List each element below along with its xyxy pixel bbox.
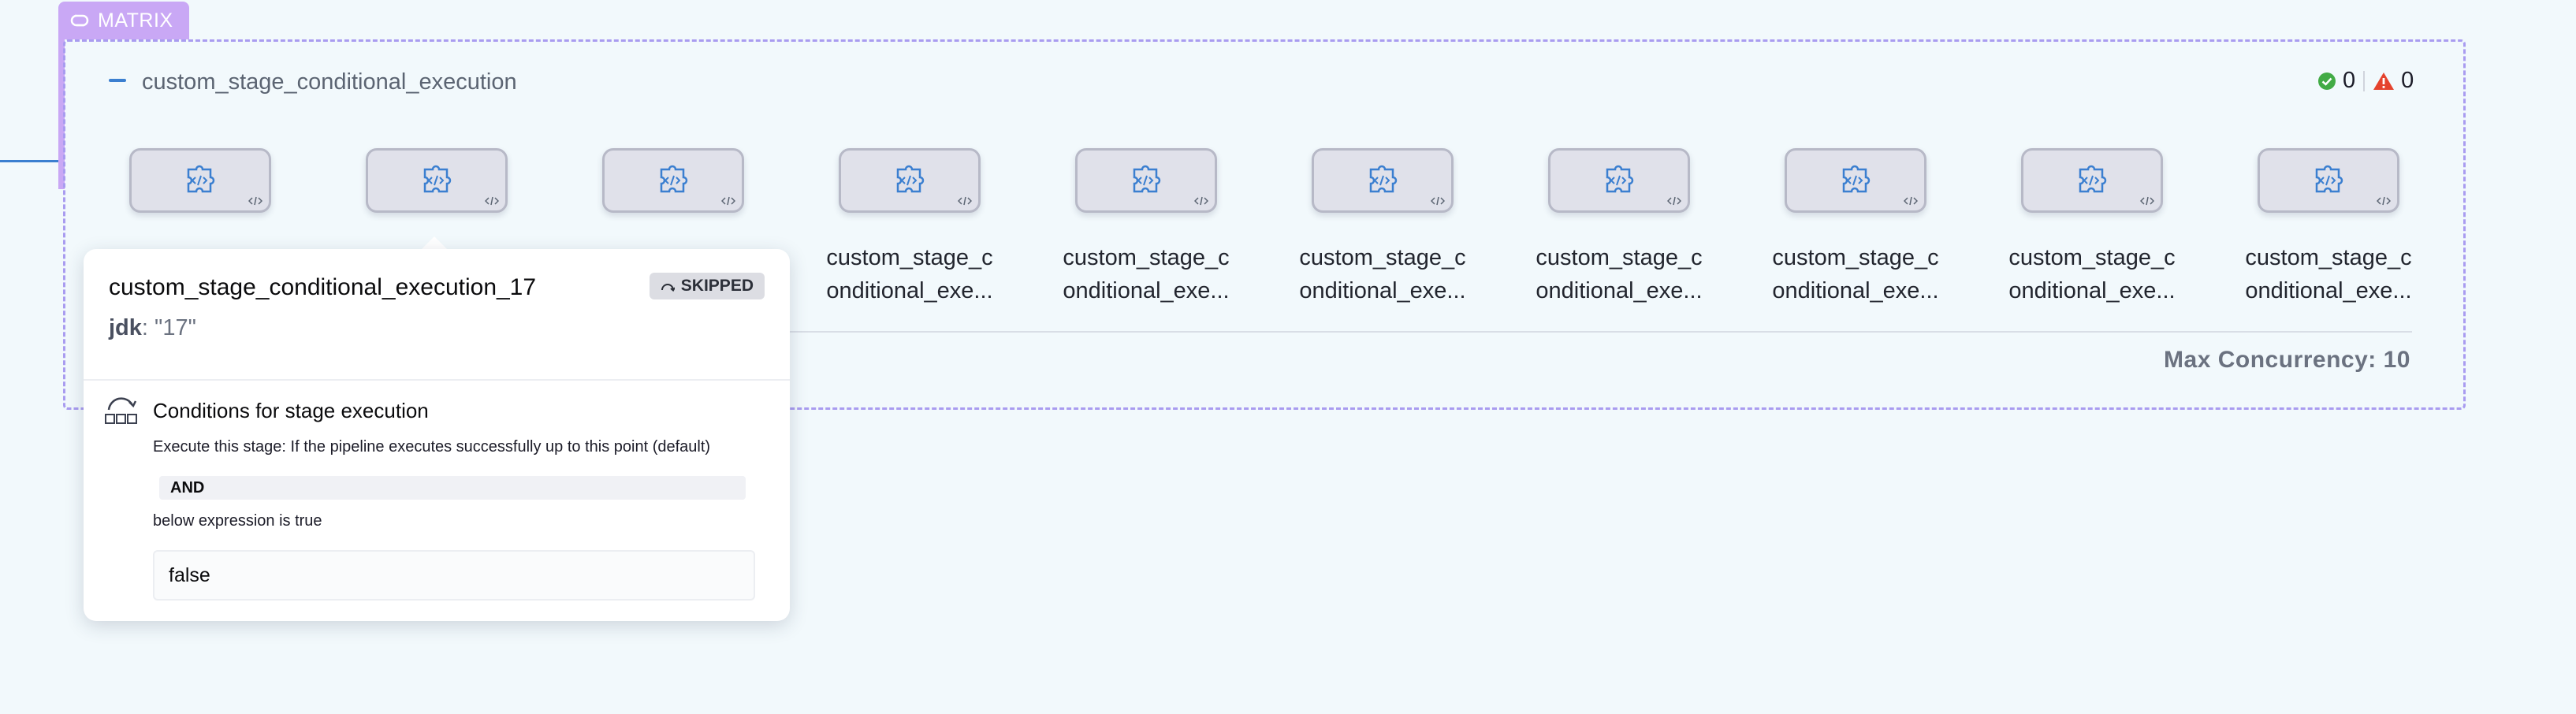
parameter-key: jdk xyxy=(109,315,142,340)
max-concurrency: Max Concurrency: 10 xyxy=(2164,347,2410,373)
matrix-stage-node[interactable] xyxy=(1548,148,1690,213)
matrix-container xyxy=(63,39,2466,410)
matrix-stage-node[interactable] xyxy=(129,148,271,213)
tooltip-separator xyxy=(84,379,790,381)
custom-stage-icon xyxy=(660,165,688,193)
code-corner-icon xyxy=(485,196,499,206)
custom-stage-icon xyxy=(2079,165,2107,193)
status-separator xyxy=(2363,70,2366,91)
loop-icon xyxy=(70,14,89,27)
conditional-execution-icon xyxy=(105,397,137,424)
custom-stage-icon xyxy=(896,165,925,193)
matrix-tag-stem xyxy=(58,38,65,189)
expression-value: false xyxy=(153,550,755,601)
matrix-stage-node[interactable] xyxy=(1075,148,1217,213)
matrix-stage-node[interactable] xyxy=(2258,148,2399,213)
matrix-stage-label: custom_stage_c onditional_exe... xyxy=(2008,245,2176,303)
code-corner-icon xyxy=(1667,196,1681,206)
pipeline-connector-line xyxy=(0,160,63,162)
custom-stage-icon xyxy=(423,165,452,193)
matrix-stage-node[interactable] xyxy=(1312,148,1454,213)
matrix-tag-label: MATRIX xyxy=(98,9,173,32)
execute-condition-text: Execute this stage: If the pipeline exec… xyxy=(153,438,711,456)
matrix-stage-node[interactable] xyxy=(602,148,744,213)
code-corner-icon xyxy=(2140,196,2154,206)
conditions-title: Conditions for stage execution xyxy=(153,399,429,422)
matrix-divider xyxy=(757,331,2412,333)
matrix-parameter: jdk: "17" xyxy=(109,315,196,341)
matrix-stage-node[interactable] xyxy=(2021,148,2163,213)
matrix-stage-label: custom_stage_c onditional_exe... xyxy=(1063,245,1230,303)
matrix-stage-label: custom_stage_c onditional_exe... xyxy=(1536,245,1703,303)
parameter-value: : "17" xyxy=(141,315,196,340)
custom-stage-icon xyxy=(1133,165,1161,193)
success-count: 0 xyxy=(2343,68,2356,93)
code-corner-icon xyxy=(1431,196,1445,206)
expression-condition-text: below expression is true xyxy=(153,512,322,530)
warning-count: 0 xyxy=(2401,68,2414,93)
status-badge: SKIPPED xyxy=(649,273,765,299)
matrix-stage-node[interactable] xyxy=(1785,148,1926,213)
matrix-stage-label: custom_stage_c onditional_exe... xyxy=(826,245,993,303)
custom-stage-icon xyxy=(1606,165,1634,193)
matrix-stage-label: custom_stage_c onditional_exe... xyxy=(2245,245,2412,303)
skipped-icon xyxy=(661,284,675,292)
status-badge-label: SKIPPED xyxy=(680,277,754,295)
collapse-icon[interactable] xyxy=(109,79,126,82)
stage-title: custom_stage_conditional_execution xyxy=(142,69,517,95)
status-counts: 0 0 xyxy=(2317,68,2414,94)
custom-stage-icon xyxy=(1842,165,1871,193)
code-corner-icon xyxy=(958,196,972,206)
stage-tooltip: custom_stage_conditional_execution_17 SK… xyxy=(84,249,790,621)
matrix-stage-label: custom_stage_c onditional_exe... xyxy=(1772,245,1939,303)
custom-stage-icon xyxy=(1369,165,1398,193)
code-corner-icon xyxy=(2377,196,2391,206)
tooltip-title: custom_stage_conditional_execution_17 xyxy=(109,274,537,300)
warning-icon xyxy=(2373,72,2395,90)
code-corner-icon xyxy=(721,196,735,206)
matrix-stage-node[interactable] xyxy=(839,148,981,213)
code-corner-icon xyxy=(248,196,262,206)
custom-stage-icon xyxy=(187,165,215,193)
matrix-tag: MATRIX xyxy=(58,2,189,39)
matrix-stage-label: custom_stage_c onditional_exe... xyxy=(1299,245,1466,303)
custom-stage-icon xyxy=(2315,165,2343,193)
matrix-stage-node[interactable] xyxy=(366,148,508,213)
tooltip-arrow xyxy=(419,236,450,252)
code-corner-icon xyxy=(1194,196,1208,206)
success-check-icon xyxy=(2318,72,2336,90)
code-corner-icon xyxy=(1904,196,1918,206)
and-operator: AND xyxy=(159,476,746,500)
